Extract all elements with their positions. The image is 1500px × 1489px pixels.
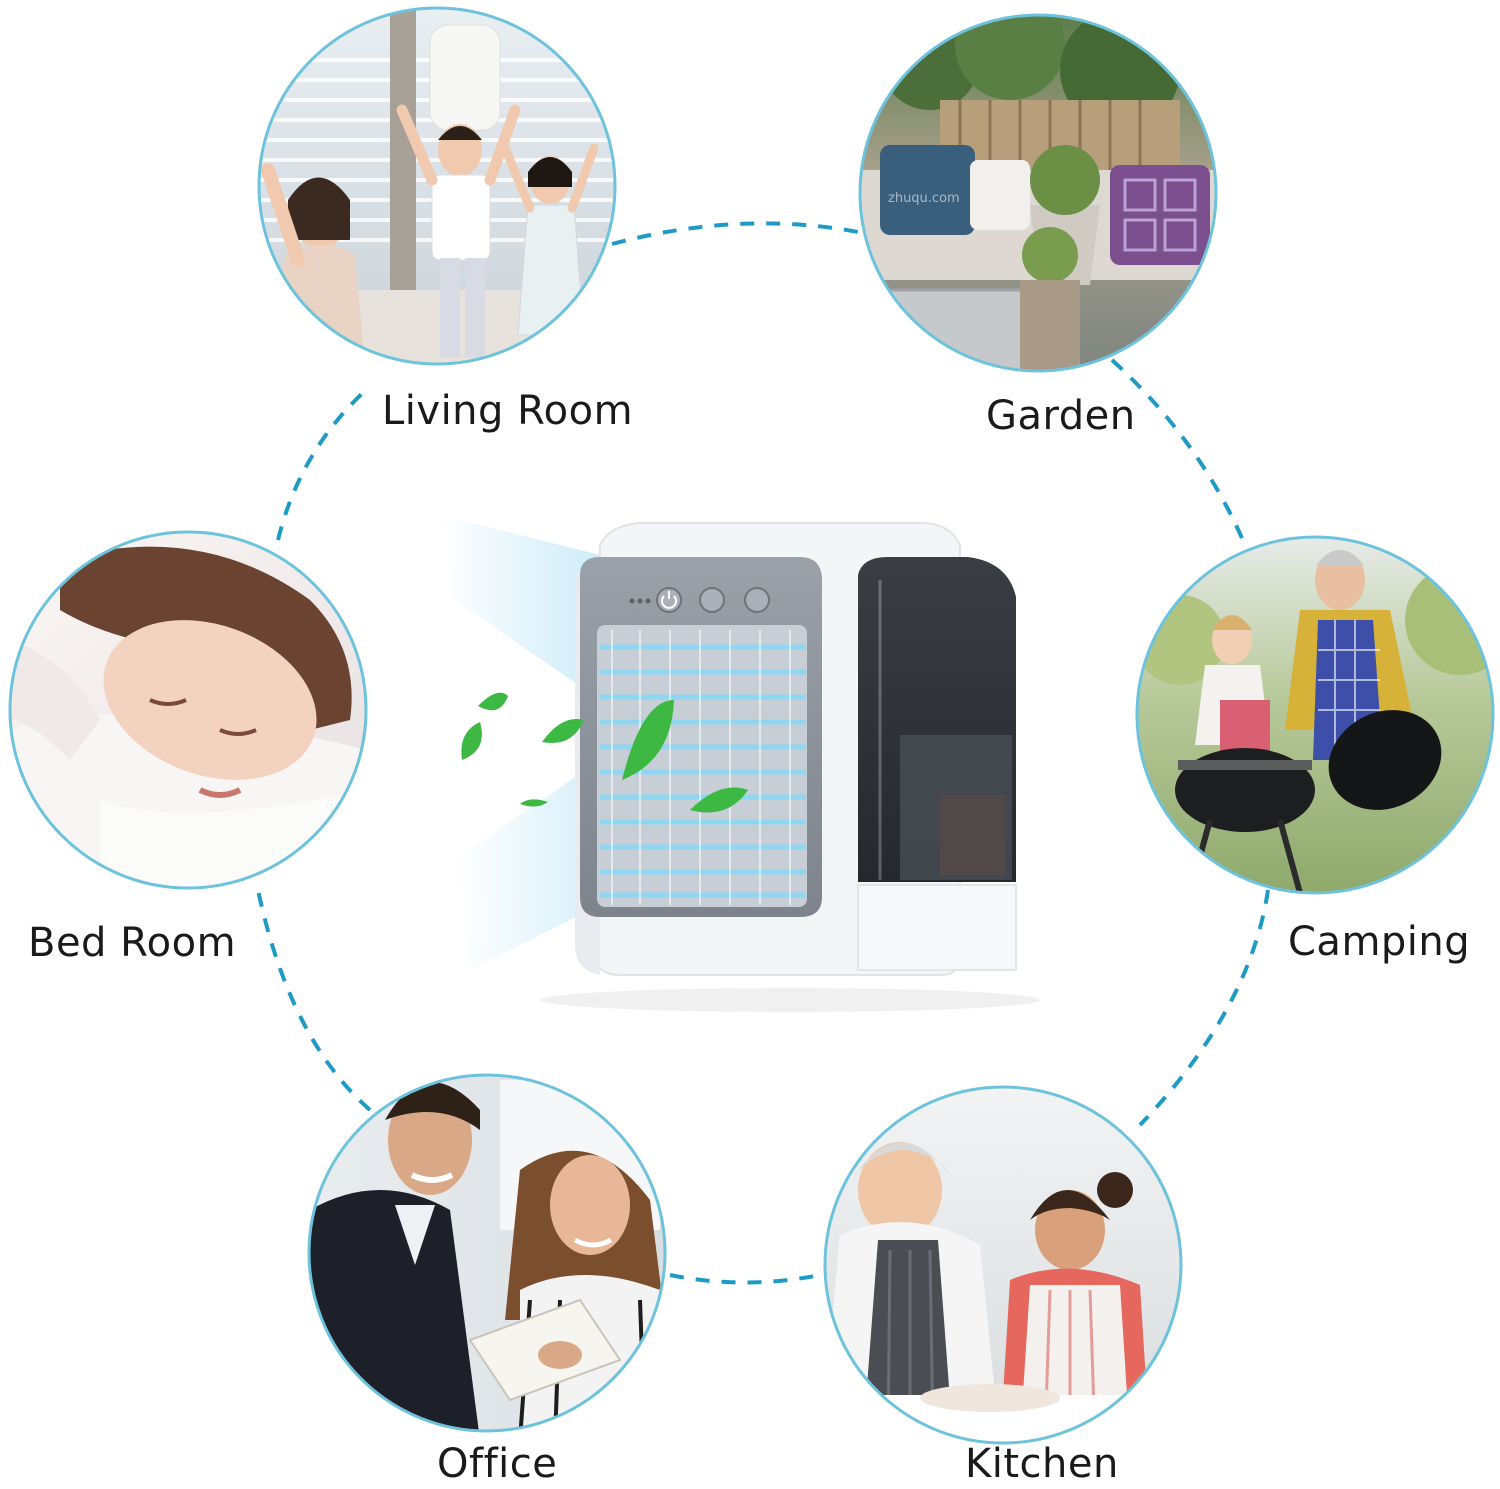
light-button[interactable] [744,587,770,613]
speed-button[interactable] [699,587,725,613]
wind-stream [455,760,600,970]
power-icon [661,591,677,609]
scene-label-kitchen: Kitchen [965,1441,1119,1487]
camping-circle [1135,535,1495,895]
living-room-circle [257,6,617,366]
scene-label-office: Office [437,1441,558,1487]
wind-stream [440,515,600,700]
bed-room-circle [8,530,368,890]
kitchen-circle [823,1085,1183,1445]
scene-label-camping: Camping [1288,919,1471,965]
air-cooler-device [440,515,1040,1012]
scene-label-bed-room: Bed Room [28,920,237,966]
office-circle [307,1073,667,1433]
indicator-dots [629,598,651,604]
leaf-icon [461,692,748,813]
scene-label-garden: Garden [986,393,1136,439]
dashed-ring [256,221,1270,1285]
garden-circle: zhuqu.com [858,13,1218,373]
louvers [600,644,806,898]
scene-label-living-room: Living Room [382,388,634,434]
watermark-text: zhuqu.com [888,191,960,206]
